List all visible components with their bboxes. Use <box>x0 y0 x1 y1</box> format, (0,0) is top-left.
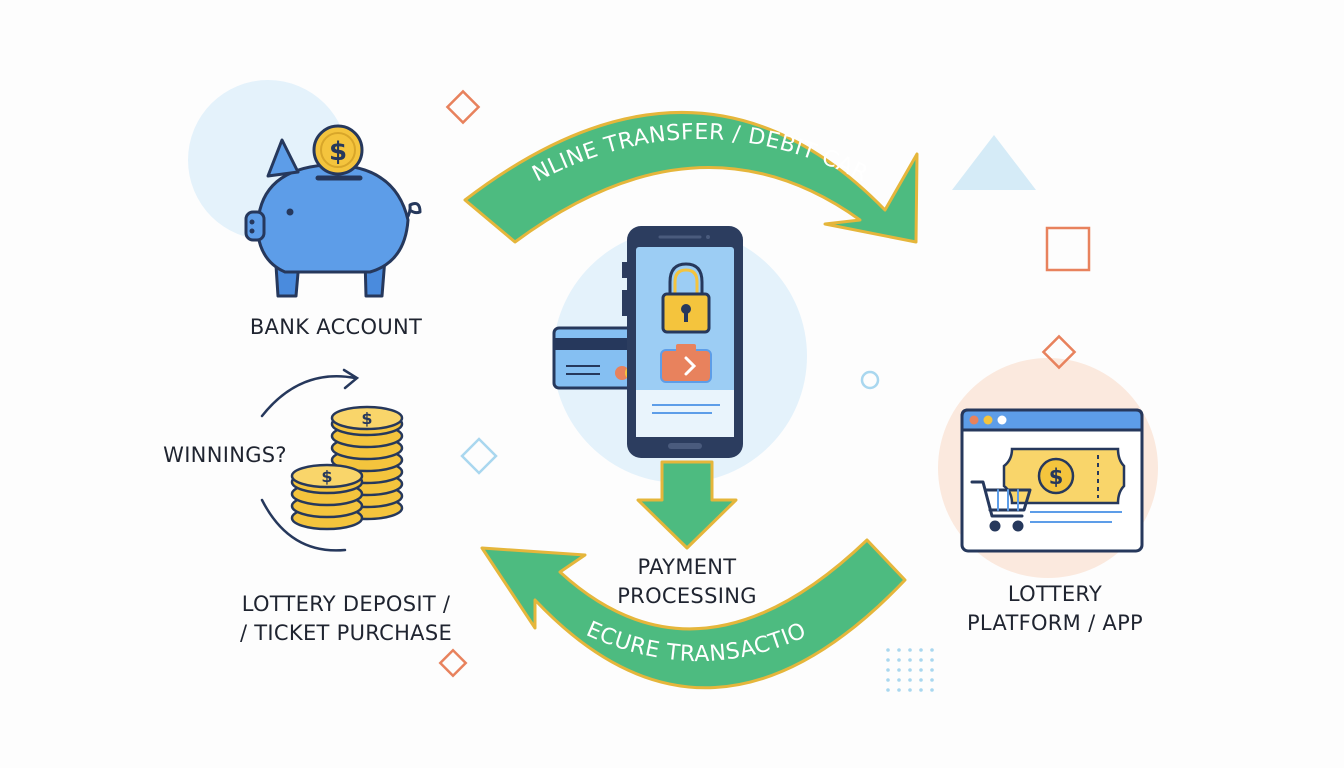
coin-stack-icon: $$ <box>290 405 404 531</box>
grid-dot <box>897 688 901 692</box>
diamond-shape <box>1041 334 1077 370</box>
grid-dot <box>908 668 912 672</box>
grid-dot <box>897 648 901 652</box>
grid-dot <box>930 688 934 692</box>
grid-dot <box>897 658 901 662</box>
coin-icon: $ <box>312 124 364 176</box>
grid-dot <box>886 668 890 672</box>
svg-text:$: $ <box>1049 465 1064 489</box>
down-flow-arrow <box>636 460 738 550</box>
coin-top <box>330 405 404 431</box>
svg-text:$: $ <box>329 137 347 167</box>
lottery-deposit-line-2: / TICKET PURCHASE <box>239 621 453 645</box>
grid-dot <box>930 668 934 672</box>
lottery-platform-label: LOTTERY PLATFORM / APP <box>950 580 1160 638</box>
bottom-flow-arrow <box>480 538 907 690</box>
piggy-bank-icon <box>244 138 422 298</box>
grid-dot <box>908 648 912 652</box>
grid-dot <box>930 648 934 652</box>
winnings-label: WINNINGS? <box>163 443 287 467</box>
grid-dot <box>886 648 890 652</box>
diamond-shape <box>438 648 468 678</box>
lottery-deposit-label: LOTTERY DEPOSIT / / TICKET PURCHASE <box>216 590 476 648</box>
grid-dot <box>897 678 901 682</box>
bank-account-label: BANK ACCOUNT <box>249 315 423 339</box>
diamond-shape <box>460 437 498 475</box>
decorative-shapes <box>438 89 1091 692</box>
grid-dot <box>897 668 901 672</box>
grid-dot <box>919 658 923 662</box>
grid-dot <box>930 658 934 662</box>
ring-shape <box>860 370 880 390</box>
grid-dot <box>908 688 912 692</box>
payment-processing-line-1: PAYMENT <box>637 555 737 579</box>
lottery-deposit-line-1: LOTTERY DEPOSIT / <box>241 592 451 616</box>
triangle-shape <box>952 135 1036 190</box>
lottery-platform-line-1: LOTTERY <box>1007 582 1103 606</box>
grid-dot <box>919 678 923 682</box>
dot-grid <box>886 648 934 692</box>
grid-dot <box>908 658 912 662</box>
coin-symbol: $ <box>361 409 372 428</box>
credit-card-icon <box>552 326 650 390</box>
square-shape <box>1045 226 1091 272</box>
payment-processing-label: PAYMENT PROCESSING <box>602 553 772 611</box>
padlock-icon <box>661 262 711 334</box>
grid-dot <box>919 668 923 672</box>
shopping-cart-icon <box>970 480 1032 532</box>
smartphone-icon <box>622 226 743 458</box>
cycle-arrow-icon <box>260 368 360 552</box>
coin-top <box>290 463 364 489</box>
grid-dot <box>930 678 934 682</box>
grid-dot <box>886 678 890 682</box>
grid-dot <box>919 688 923 692</box>
lottery-platform-line-2: PLATFORM / APP <box>966 611 1144 635</box>
grid-dot <box>919 648 923 652</box>
coin-symbol: $ <box>321 467 332 486</box>
grid-dot <box>908 678 912 682</box>
lottery-ticket-icon: $ <box>1002 447 1126 505</box>
grid-dot <box>886 658 890 662</box>
grid-dot <box>886 688 890 692</box>
coin-stack: $ <box>290 463 364 531</box>
diamond-shape <box>445 89 481 125</box>
wallet-icon <box>660 344 712 383</box>
top-flow-arrow <box>463 110 919 244</box>
payment-processing-line-2: PROCESSING <box>617 584 757 608</box>
